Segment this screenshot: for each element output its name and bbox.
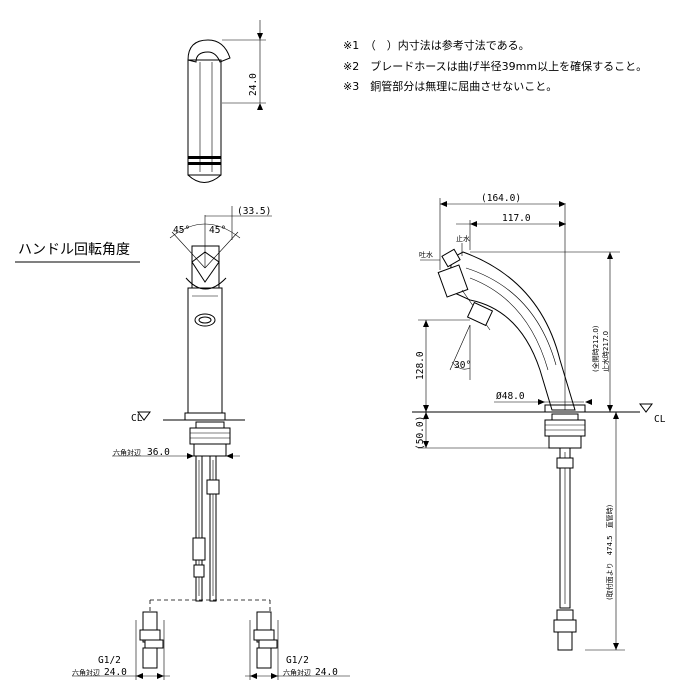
- note-1: ※1 （ ）内寸法は参考寸法である。: [343, 38, 530, 52]
- dim-angle-right: 45°: [209, 225, 226, 236]
- dim-height-128: 128.0: [415, 351, 426, 380]
- notes-block: ※1 （ ）内寸法は参考寸法である。 ※2 ブレードホースは曲げ半径39mm以上…: [343, 38, 647, 93]
- dim-angle-left: 45°: [173, 225, 190, 236]
- dim-handle-offset: (33.5): [237, 206, 271, 217]
- dim-below-50: (50.0): [415, 416, 426, 450]
- dim-hose-length: (取付面より 474.5 直管時): [605, 504, 614, 600]
- dim-hex24-value-right: 24.0: [315, 667, 338, 678]
- front-view: ハンドル回転角度 45° 45° (33.5) CL: [15, 206, 350, 680]
- note-2: ※2 ブレードホースは曲げ半径39mm以上を確保すること。: [343, 59, 647, 73]
- label-spout-flow: 吐水: [419, 250, 433, 259]
- cl-left-label: CL: [131, 413, 143, 424]
- dim-width-total: (164.0): [481, 193, 521, 204]
- dim-base-dia: Ø48.0: [496, 391, 525, 402]
- dim-hex24-value-left: 24.0: [104, 667, 127, 678]
- dim-hex24-prefix-right: 六角対辺: [283, 668, 311, 677]
- cl-right-label: CL: [654, 414, 666, 425]
- dim-height-full-open: (全開時212.0): [591, 325, 600, 372]
- dim-width-spout: 117.0: [502, 213, 531, 224]
- dim-height-stop: 止水時217.0: [601, 331, 610, 372]
- dim-hex36-prefix: 六角対辺: [113, 448, 141, 457]
- dim-hex36-value: 36.0: [147, 447, 170, 458]
- label-spout-stop: 止水: [456, 234, 470, 243]
- dim-g-right: G1/2: [286, 655, 309, 666]
- dim-hex24-prefix-left: 六角対辺: [72, 668, 100, 677]
- side-view: (164.0) 117.0 止水 吐水 30° (全開時212.0) 止水時21…: [412, 193, 666, 651]
- top-view: 24.0: [187, 20, 266, 183]
- dim-g-left: G1/2: [98, 655, 121, 666]
- dim-angle-30: 30°: [454, 360, 471, 371]
- note-3: ※3 銅管部分は無理に屈曲させないこと。: [343, 79, 557, 93]
- dim-top-height: 24.0: [248, 73, 259, 96]
- handle-rotation-label: ハンドル回転角度: [18, 242, 130, 258]
